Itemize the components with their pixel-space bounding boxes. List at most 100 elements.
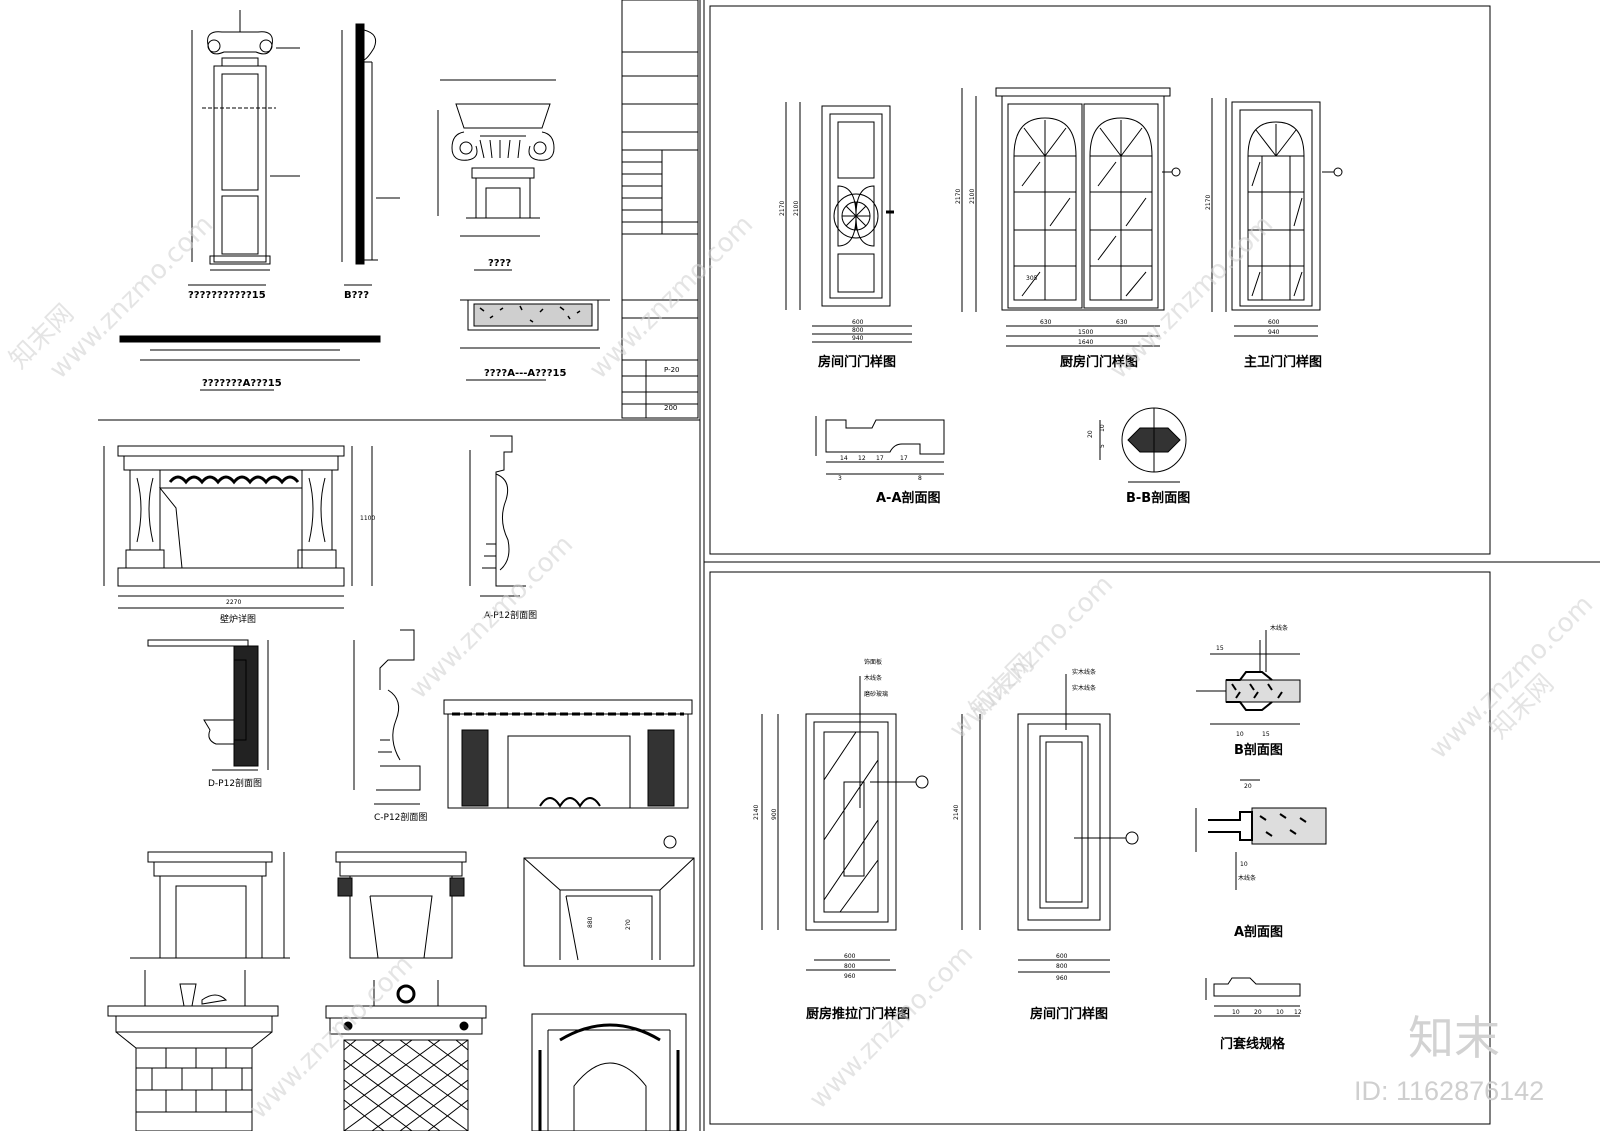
bath-door-dim-w2: 940 (1268, 329, 1280, 336)
title-block-sheet-no: P-20 (664, 366, 680, 374)
casing-dim-1: 10 (1232, 1009, 1240, 1016)
door-kitchen-elevation (961, 87, 1181, 347)
door-room-flush-elevation (961, 674, 1139, 973)
watermark-site-5: www.znzmo.com (944, 570, 1119, 745)
door-casing-profile (1205, 977, 1301, 1017)
fireplace-dim-opening-2: 2?0 (625, 919, 632, 930)
bath-door-label: 主卫门门样图 (1244, 354, 1322, 370)
title-block (621, 0, 699, 419)
fireplace-dim-width: 2270 (226, 599, 241, 606)
door-panel-labels: 房间门门样图 厨房门门样图 主卫门门样图 A-A剖面图 B-B剖面图 2170 … (779, 189, 1322, 506)
kitchen-door-dim-w3: 1500 (1078, 329, 1093, 336)
section-aa-dim-1: 14 (840, 455, 848, 462)
room-door-2-label: 房间门门样图 (1030, 1006, 1108, 1022)
fireplace-section-c (353, 629, 421, 805)
fireplace-simple-elevations (130, 835, 695, 967)
room-door-dim-w2: 800 (852, 327, 864, 334)
sliding-door-label: 厨房推拉门门样图 (806, 1006, 910, 1022)
kitchen-door-dim-w2: 630 (1116, 319, 1128, 326)
sliding-dim-panel: 900 (771, 808, 778, 820)
fireplace-labels: 壁炉详图 A-P12剖面图 D-P12剖面图 C-P12剖面图 2270 110… (208, 515, 632, 930)
fireplace-section-c-label: C-P12剖面图 (374, 811, 427, 823)
section-bb-label: B-B剖面图 (1126, 490, 1190, 506)
section-aa-dim-6: 8 (918, 475, 922, 482)
door-sliding-elevation (761, 676, 929, 971)
column-labels: ???????????15 B??? ???? ???????A???15 ??… (188, 258, 680, 412)
sliding-dim-w1: 600 (844, 953, 856, 960)
column-side-label: B??? (344, 290, 369, 301)
room2-dim-w3: 960 (1056, 975, 1068, 982)
watermark-brand-2: 知末网 (964, 649, 1040, 725)
room-door-dim-w1: 600 (852, 319, 864, 326)
section-a-label: A剖面图 (1234, 924, 1283, 940)
kitchen-door-dim-h2: 2100 (969, 189, 976, 204)
door-frame-section-a (1195, 779, 1327, 890)
section-b-dim-1: 15 (1216, 645, 1224, 652)
room-door-dim-h: 2170 (779, 201, 786, 216)
column-elevation (188, 10, 300, 286)
capital-detail-label: ???? (488, 258, 511, 269)
door-frame-section-b (1196, 630, 1301, 725)
door-room-elevation (785, 102, 912, 343)
casing-spec-label: 门套线规格 (1220, 1036, 1286, 1052)
room-callout-2: 实木线条 (1072, 684, 1096, 692)
section-bb-dim-1: 20 (1087, 430, 1094, 438)
fireplace-section-d-label: D-P12剖面图 (208, 777, 262, 789)
door-section-bb (1099, 407, 1187, 483)
section-a-dim-1: 20 (1244, 783, 1252, 790)
section-aa-label: A-A剖面图 (876, 490, 941, 506)
bath-door-dim-w1: 600 (1268, 319, 1280, 326)
column-side-elevation (341, 23, 400, 286)
door-section-aa (815, 416, 945, 475)
bath-door-dim-h: 2170 (1205, 195, 1212, 210)
watermark-id: ID: 1162876142 (1354, 1076, 1544, 1106)
watermark-site-7: www.znzmo.com (244, 950, 419, 1125)
kitchen-door-label: 厨房门门样图 (1060, 354, 1138, 370)
kitchen-door-dim-panel: 305 (1026, 275, 1038, 282)
room-door-label: 房间门门样图 (818, 354, 896, 370)
room-door-dim-w3: 940 (852, 335, 864, 342)
fireplace-front-elevation (103, 445, 373, 609)
column-plan-label: ???????A???15 (202, 378, 282, 389)
column-plan-long (119, 335, 381, 391)
room-callout-1: 实木线条 (1072, 668, 1096, 676)
lower-right-labels: 厨房推拉门门样图 房间门门样图 B剖面图 A剖面图 门套线规格 饰面板 木线条 … (753, 624, 1302, 1052)
section-aa-dim-5: 3 (838, 475, 842, 482)
section-bb-dim-2: 10 (1099, 424, 1106, 432)
section-aa-dim-3: 17 (876, 455, 884, 462)
column-elevation-label: ???????????15 (188, 290, 266, 301)
room2-dim-w2: 800 (1056, 963, 1068, 970)
room2-dim-h: 2140 (953, 805, 960, 820)
casing-dim-3: 10 (1276, 1009, 1284, 1016)
watermark-site-2: www.znzmo.com (584, 210, 759, 385)
fireplace-section-a (469, 435, 526, 597)
casing-dim-2: 20 (1254, 1009, 1262, 1016)
kitchen-door-dim-w4: 1640 (1078, 339, 1093, 346)
fireplace-dim-opening: 880 (587, 916, 594, 928)
fireplace-decorated-elevations (107, 970, 687, 1131)
sliding-callout-2: 木线条 (864, 674, 882, 682)
kitchen-door-dim-w1: 630 (1040, 319, 1052, 326)
door-bath-elevation (1211, 98, 1343, 337)
kitchen-door-dim-h: 2170 (955, 189, 962, 204)
fireplace-dim-height: 1100 (360, 515, 375, 522)
title-block-scale: 200 (664, 404, 677, 412)
section-aa-dim-4: 17 (900, 455, 908, 462)
column-section-plan (460, 299, 610, 381)
sheet-frame (98, 0, 1600, 1131)
section-b-dim-3: 15 (1262, 731, 1270, 738)
watermark-site-6: www.znzmo.com (1424, 590, 1599, 765)
column-section-label: ????A---A???15 (484, 368, 566, 379)
section-a-dim-2: 10 (1240, 861, 1248, 868)
casing-dim-4: 12 (1294, 1009, 1302, 1016)
room2-dim-w1: 600 (1056, 953, 1068, 960)
section-bb-dim-3: 5 (1099, 444, 1106, 448)
section-aa-dim-2: 12 (858, 455, 866, 462)
column-capital-detail (437, 79, 556, 271)
fireplace-detail-label: 壁炉详图 (220, 613, 256, 625)
sliding-callout-1: 饰面板 (864, 658, 882, 666)
sliding-callout-3: 磨砂玻璃 (864, 690, 888, 698)
fireplace-section-d (147, 639, 269, 771)
section-a-callout-1: 木线条 (1238, 874, 1256, 882)
